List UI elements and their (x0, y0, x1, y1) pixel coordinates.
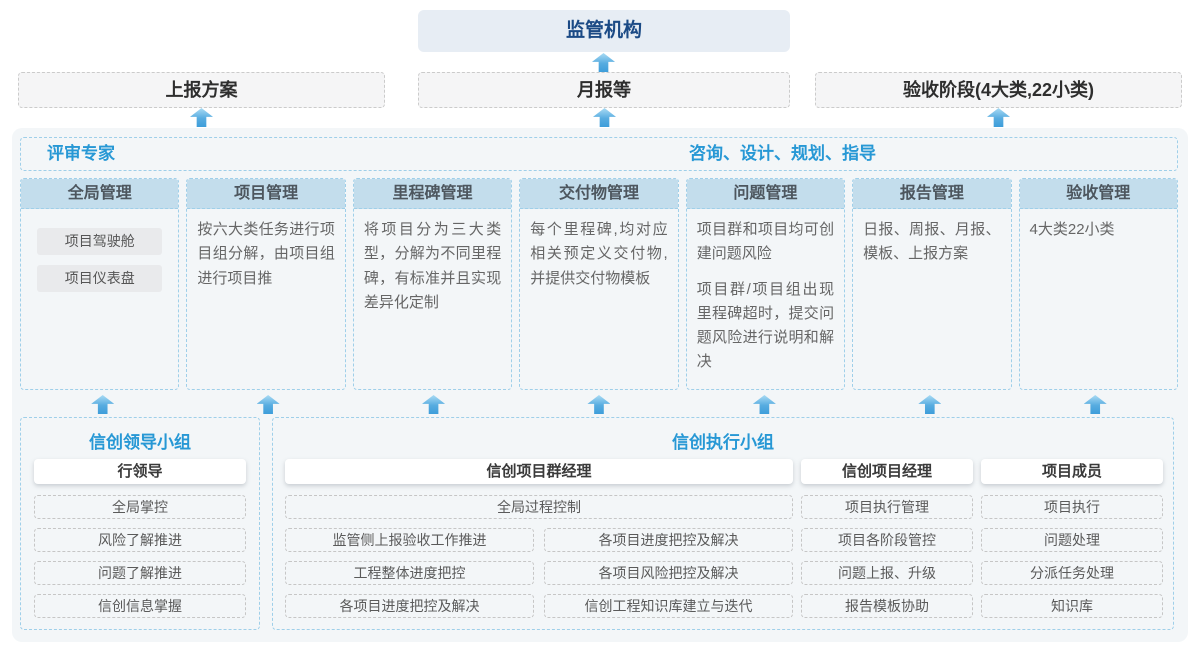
regulator-box: 监管机构 (418, 10, 790, 52)
up-arrow-icon (190, 108, 213, 127)
column-text: 日报、周报、月报、模板、上报方案 (863, 221, 1001, 263)
program-manager-columns: 监管侧上报验收工作推进 工程整体进度把控 各项目进度把控及解决 各项目进度把控及… (285, 519, 793, 618)
program-manager-right-column: 各项目进度把控及解决 各项目风险把控及解决 信创工程知识库建立与迭代 (544, 519, 793, 618)
leader-group-body: 行领导 全局掌控 风险了解推进 问题了解推进 信创信息掌握 (21, 459, 259, 618)
leader-item: 全局掌控 (34, 495, 246, 519)
column-body: 项目驾驶舱 项目仪表盘 (21, 209, 178, 292)
groups-row: 信创领导小组 行领导 全局掌控 风险了解推进 问题了解推进 信创信息掌握 信创执… (20, 417, 1180, 630)
leader-group-box: 信创领导小组 行领导 全局掌控 风险了解推进 问题了解推进 信创信息掌握 (20, 417, 260, 630)
program-manager-item: 各项目风险把控及解决 (544, 561, 793, 585)
project-manager-item: 问题上报、升级 (801, 561, 973, 585)
leader-group-title: 信创领导小组 (89, 433, 191, 452)
column-text: 项目群/项目组出现里程碑超时，提交问题风险进行说明和解决 (696, 280, 835, 371)
project-member-item: 问题处理 (981, 528, 1163, 552)
up-arrow-icon (592, 53, 615, 72)
column-body: 4大类22小类 (1020, 209, 1177, 253)
column-header: 全局管理 (21, 179, 179, 209)
role-program-manager: 信创项目群经理 (285, 459, 793, 484)
project-member-item: 项目执行 (981, 495, 1163, 519)
column-text: 4大类22小类 (1029, 221, 1115, 238)
column-header: 里程碑管理 (353, 179, 512, 209)
exec-group-title: 信创执行小组 (672, 433, 774, 452)
project-manager-area: 信创项目经理 项目执行管理 项目各阶段管控 问题上报、升级 报告模板协助 (801, 459, 973, 618)
column-header: 验收管理 (1019, 179, 1177, 209)
role-project-member: 项目成员 (981, 459, 1163, 484)
column-acceptance-management: 验收管理 4大类22小类 (1018, 178, 1178, 390)
platform-panel: 评审专家 咨询、设计、规划、指导 全局管理 项目驾驶舱 项目仪表盘 项目管理 按… (12, 128, 1188, 642)
project-member-item: 分派任务处理 (981, 561, 1163, 585)
project-member-item: 知识库 (981, 594, 1163, 618)
column-body: 项目群和项目均可创建问题风险 项目群/项目组出现里程碑超时，提交问题风险进行说明… (687, 209, 844, 386)
column-text: 将项目分为三大类型，分解为不同里程碑，有标准并且实现差异化定制 (363, 221, 502, 311)
column-text: 项目群和项目均可创建问题风险 (696, 221, 835, 263)
capability-columns: 全局管理 项目驾驶舱 项目仪表盘 项目管理 按六大类任务进行项目组分解，由项目组… (20, 178, 1178, 390)
column-deliverable-management: 交付物管理 每个里程碑,均对应相关预定义交付物,并提供交付物模板 (519, 178, 679, 390)
up-arrow-icon (256, 395, 280, 414)
up-arrow-icon (593, 108, 616, 127)
column-body: 日报、周报、月报、模板、上报方案 (853, 209, 1010, 278)
column-header: 问题管理 (686, 179, 845, 209)
output-box-report-plan: 上报方案 (18, 72, 385, 108)
column-issue-management: 问题管理 项目群和项目均可创建问题风险 项目群/项目组出现里程碑超时，提交问题风… (685, 178, 846, 390)
project-manager-item: 项目各阶段管控 (801, 528, 973, 552)
output-box-monthly-report: 月报等 (418, 72, 790, 108)
program-manager-item: 各项目进度把控及解决 (544, 528, 793, 552)
column-body: 将项目分为三大类型，分解为不同里程碑，有标准并且实现差异化定制 (354, 209, 511, 326)
up-arrow-icon (91, 395, 115, 414)
up-arrow-icon (987, 108, 1010, 127)
exec-group-box: 信创执行小组 信创项目群经理 全局过程控制 监管侧上报验收工作推进 工程整体进度… (272, 417, 1174, 630)
column-milestone-management: 里程碑管理 将项目分为三大类型，分解为不同里程碑，有标准并且实现差异化定制 (352, 178, 513, 390)
program-manager-item: 全局过程控制 (285, 495, 793, 519)
column-body: 按六大类任务进行项目组分解，由项目组进行项目推 (187, 209, 344, 302)
project-manager-item: 项目执行管理 (801, 495, 973, 519)
program-manager-item: 各项目进度把控及解决 (285, 594, 534, 618)
column-header: 项目管理 (187, 179, 345, 209)
program-manager-item: 监管侧上报验收工作推进 (285, 528, 534, 552)
advisory-bar: 评审专家 咨询、设计、规划、指导 (20, 137, 1178, 171)
program-manager-area: 信创项目群经理 全局过程控制 监管侧上报验收工作推进 工程整体进度把控 各项目进… (285, 459, 793, 618)
column-global-management: 全局管理 项目驾驶舱 项目仪表盘 (20, 178, 180, 390)
column-header: 报告管理 (853, 179, 1011, 209)
up-arrow-icon (422, 395, 446, 414)
column-body: 每个里程碑,均对应相关预定义交付物,并提供交付物模板 (520, 209, 677, 302)
leader-item: 风险了解推进 (34, 528, 246, 552)
column-text: 每个里程碑,均对应相关预定义交付物,并提供交付物模板 (530, 221, 668, 287)
column-text: 按六大类任务进行项目组分解，由项目组进行项目推 (197, 221, 335, 287)
leader-item: 信创信息掌握 (34, 594, 246, 618)
column-project-management: 项目管理 按六大类任务进行项目组分解，由项目组进行项目推 (186, 178, 346, 390)
pill-project-dashboard: 项目仪表盘 (37, 265, 163, 292)
up-arrow-icon (918, 395, 942, 414)
project-manager-item: 报告模板协助 (801, 594, 973, 618)
expert-title: 评审专家 (47, 144, 115, 163)
pill-project-cockpit: 项目驾驶舱 (37, 228, 163, 255)
program-manager-left-column: 监管侧上报验收工作推进 工程整体进度把控 各项目进度把控及解决 (285, 519, 534, 618)
column-report-management: 报告管理 日报、周报、月报、模板、上报方案 (852, 178, 1012, 390)
exec-group-body: 信创项目群经理 全局过程控制 监管侧上报验收工作推进 工程整体进度把控 各项目进… (285, 459, 1163, 618)
project-member-area: 项目成员 项目执行 问题处理 分派任务处理 知识库 (981, 459, 1163, 618)
up-arrow-icon (752, 395, 776, 414)
advisory-title: 咨询、设计、规划、指导 (689, 144, 876, 163)
output-box-acceptance-stage: 验收阶段(4大类,22小类) (815, 72, 1182, 108)
leader-item: 问题了解推进 (34, 561, 246, 585)
up-arrow-icon (1083, 395, 1107, 414)
program-manager-item: 工程整体进度把控 (285, 561, 534, 585)
role-bank-leadership: 行领导 (34, 459, 246, 484)
arrows-row (20, 395, 1178, 414)
program-manager-item: 信创工程知识库建立与迭代 (544, 594, 793, 618)
role-project-manager: 信创项目经理 (801, 459, 973, 484)
up-arrow-icon (587, 395, 611, 414)
column-header: 交付物管理 (520, 179, 678, 209)
